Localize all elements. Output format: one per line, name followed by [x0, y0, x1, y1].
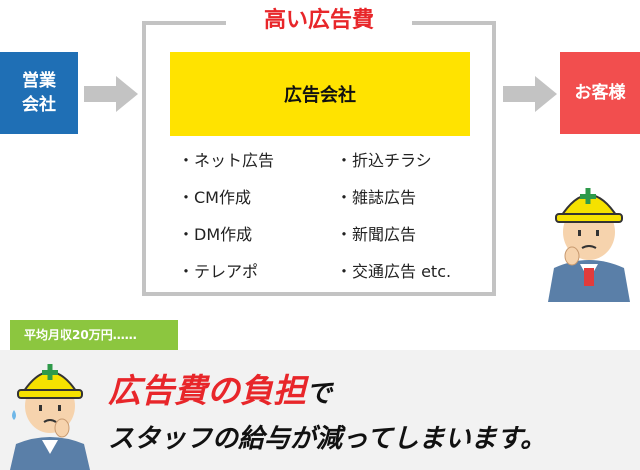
- service-item: ・DM作成: [178, 225, 253, 244]
- burden-highlight: 広告費の負担: [108, 371, 306, 410]
- ad-agency-box: 広告会社: [170, 52, 470, 136]
- service-item: ・ネット広告: [178, 151, 275, 170]
- sales-company-box: 営業 会社: [0, 52, 78, 134]
- burden-highlight-suffix: で: [306, 379, 333, 409]
- arrow-right-icon: [84, 76, 138, 112]
- service-item: ・折込チラシ: [336, 151, 432, 170]
- bottom-band: [0, 350, 640, 470]
- customer-box: お客様: [560, 52, 640, 134]
- average-income-tag: 平均月収20万円……: [10, 320, 178, 350]
- worker-helmet-icon: [10, 364, 90, 470]
- arrow-right-icon: [503, 76, 557, 112]
- service-item: ・テレアポ: [178, 262, 259, 281]
- worker-helmet-icon: [548, 188, 630, 302]
- frame-title: 高い広告費: [226, 3, 412, 39]
- service-item: ・交通広告 etc.: [336, 262, 452, 281]
- service-item: ・雑誌広告: [336, 188, 417, 207]
- service-item: ・新聞広告: [336, 225, 417, 244]
- burden-subline: スタッフの給与が減ってしまいます。: [108, 424, 547, 454]
- burden-headline: 広告費の負担で: [108, 364, 332, 412]
- service-item: ・CM作成: [178, 188, 251, 207]
